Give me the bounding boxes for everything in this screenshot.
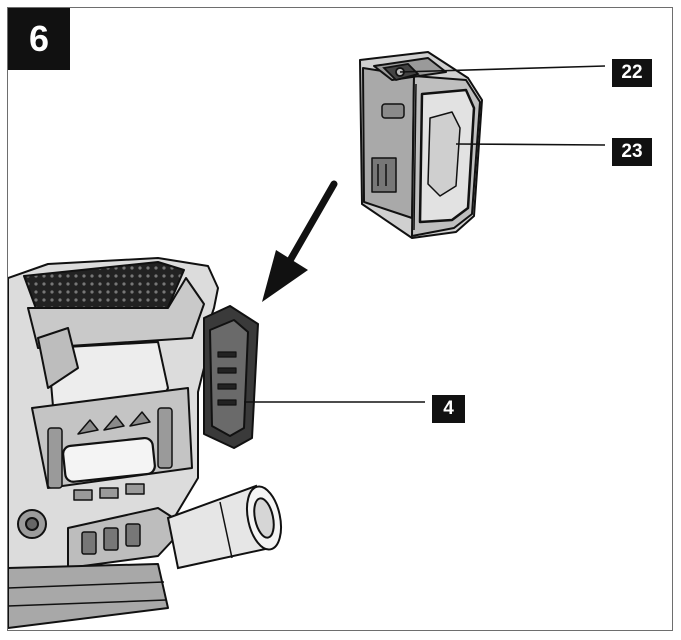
leader-line-23 — [455, 143, 606, 146]
battery-pack — [359, 51, 483, 239]
leader-line-22 — [399, 65, 606, 73]
insert-direction-arrow — [262, 180, 338, 302]
dust-extraction-tube — [166, 484, 283, 570]
figure-frame: 6 22 23 4 — [7, 7, 673, 631]
jigsaw-body — [8, 257, 219, 629]
battery-mount — [203, 305, 259, 449]
leader-lines — [244, 65, 606, 403]
callout-label-4: 4 — [432, 395, 465, 423]
figure-number-badge: 6 — [8, 8, 70, 70]
illustration — [8, 51, 606, 629]
callout-label-22: 22 — [612, 59, 652, 87]
callout-label-23: 23 — [612, 138, 652, 166]
